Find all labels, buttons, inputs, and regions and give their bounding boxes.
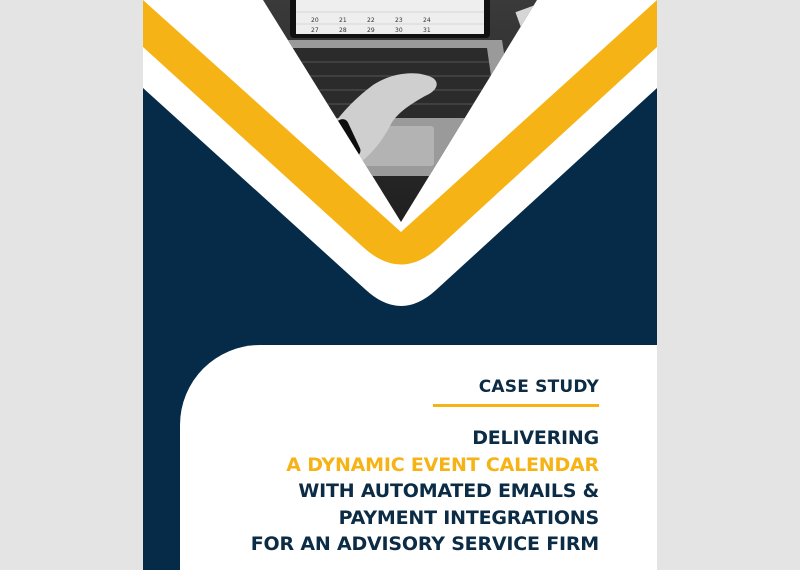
calendar-date: 30 bbox=[395, 27, 403, 34]
calendar-date: 20 bbox=[311, 17, 319, 24]
headline-line: PAYMENT INTEGRATIONS bbox=[338, 506, 600, 529]
calendar-date: 31 bbox=[423, 27, 431, 34]
eyebrow-underline bbox=[433, 404, 599, 407]
headline-line: WITH AUTOMATED EMAILS & bbox=[298, 480, 599, 502]
calendar-date: 21 bbox=[339, 17, 347, 24]
calendar-date: 29 bbox=[367, 27, 375, 34]
headline-line: DELIVERING bbox=[472, 427, 599, 449]
calendar-date: 28 bbox=[339, 27, 347, 34]
headline-line: FOR AN ADVISORY SERVICE FIRM bbox=[250, 533, 599, 555]
calendar-date: 24 bbox=[423, 17, 431, 24]
headline: DELIVERING A DYNAMIC EVENT CALENDAR WITH… bbox=[251, 425, 599, 558]
headline-line-accent: A DYNAMIC EVENT CALENDAR bbox=[286, 453, 599, 476]
eyebrow-label: CASE STUDY bbox=[478, 377, 599, 397]
calendar-date: 22 bbox=[367, 17, 375, 24]
case-study-cover: 20 21 22 23 24 27 28 29 30 31 CASE STUDY… bbox=[143, 0, 657, 570]
cover-artwork: 20 21 22 23 24 27 28 29 30 31 bbox=[143, 0, 657, 306]
calendar-date: 27 bbox=[311, 27, 319, 34]
title-panel: CASE STUDY DELIVERING A DYNAMIC EVENT CA… bbox=[180, 345, 657, 570]
calendar-date: 23 bbox=[395, 17, 403, 24]
